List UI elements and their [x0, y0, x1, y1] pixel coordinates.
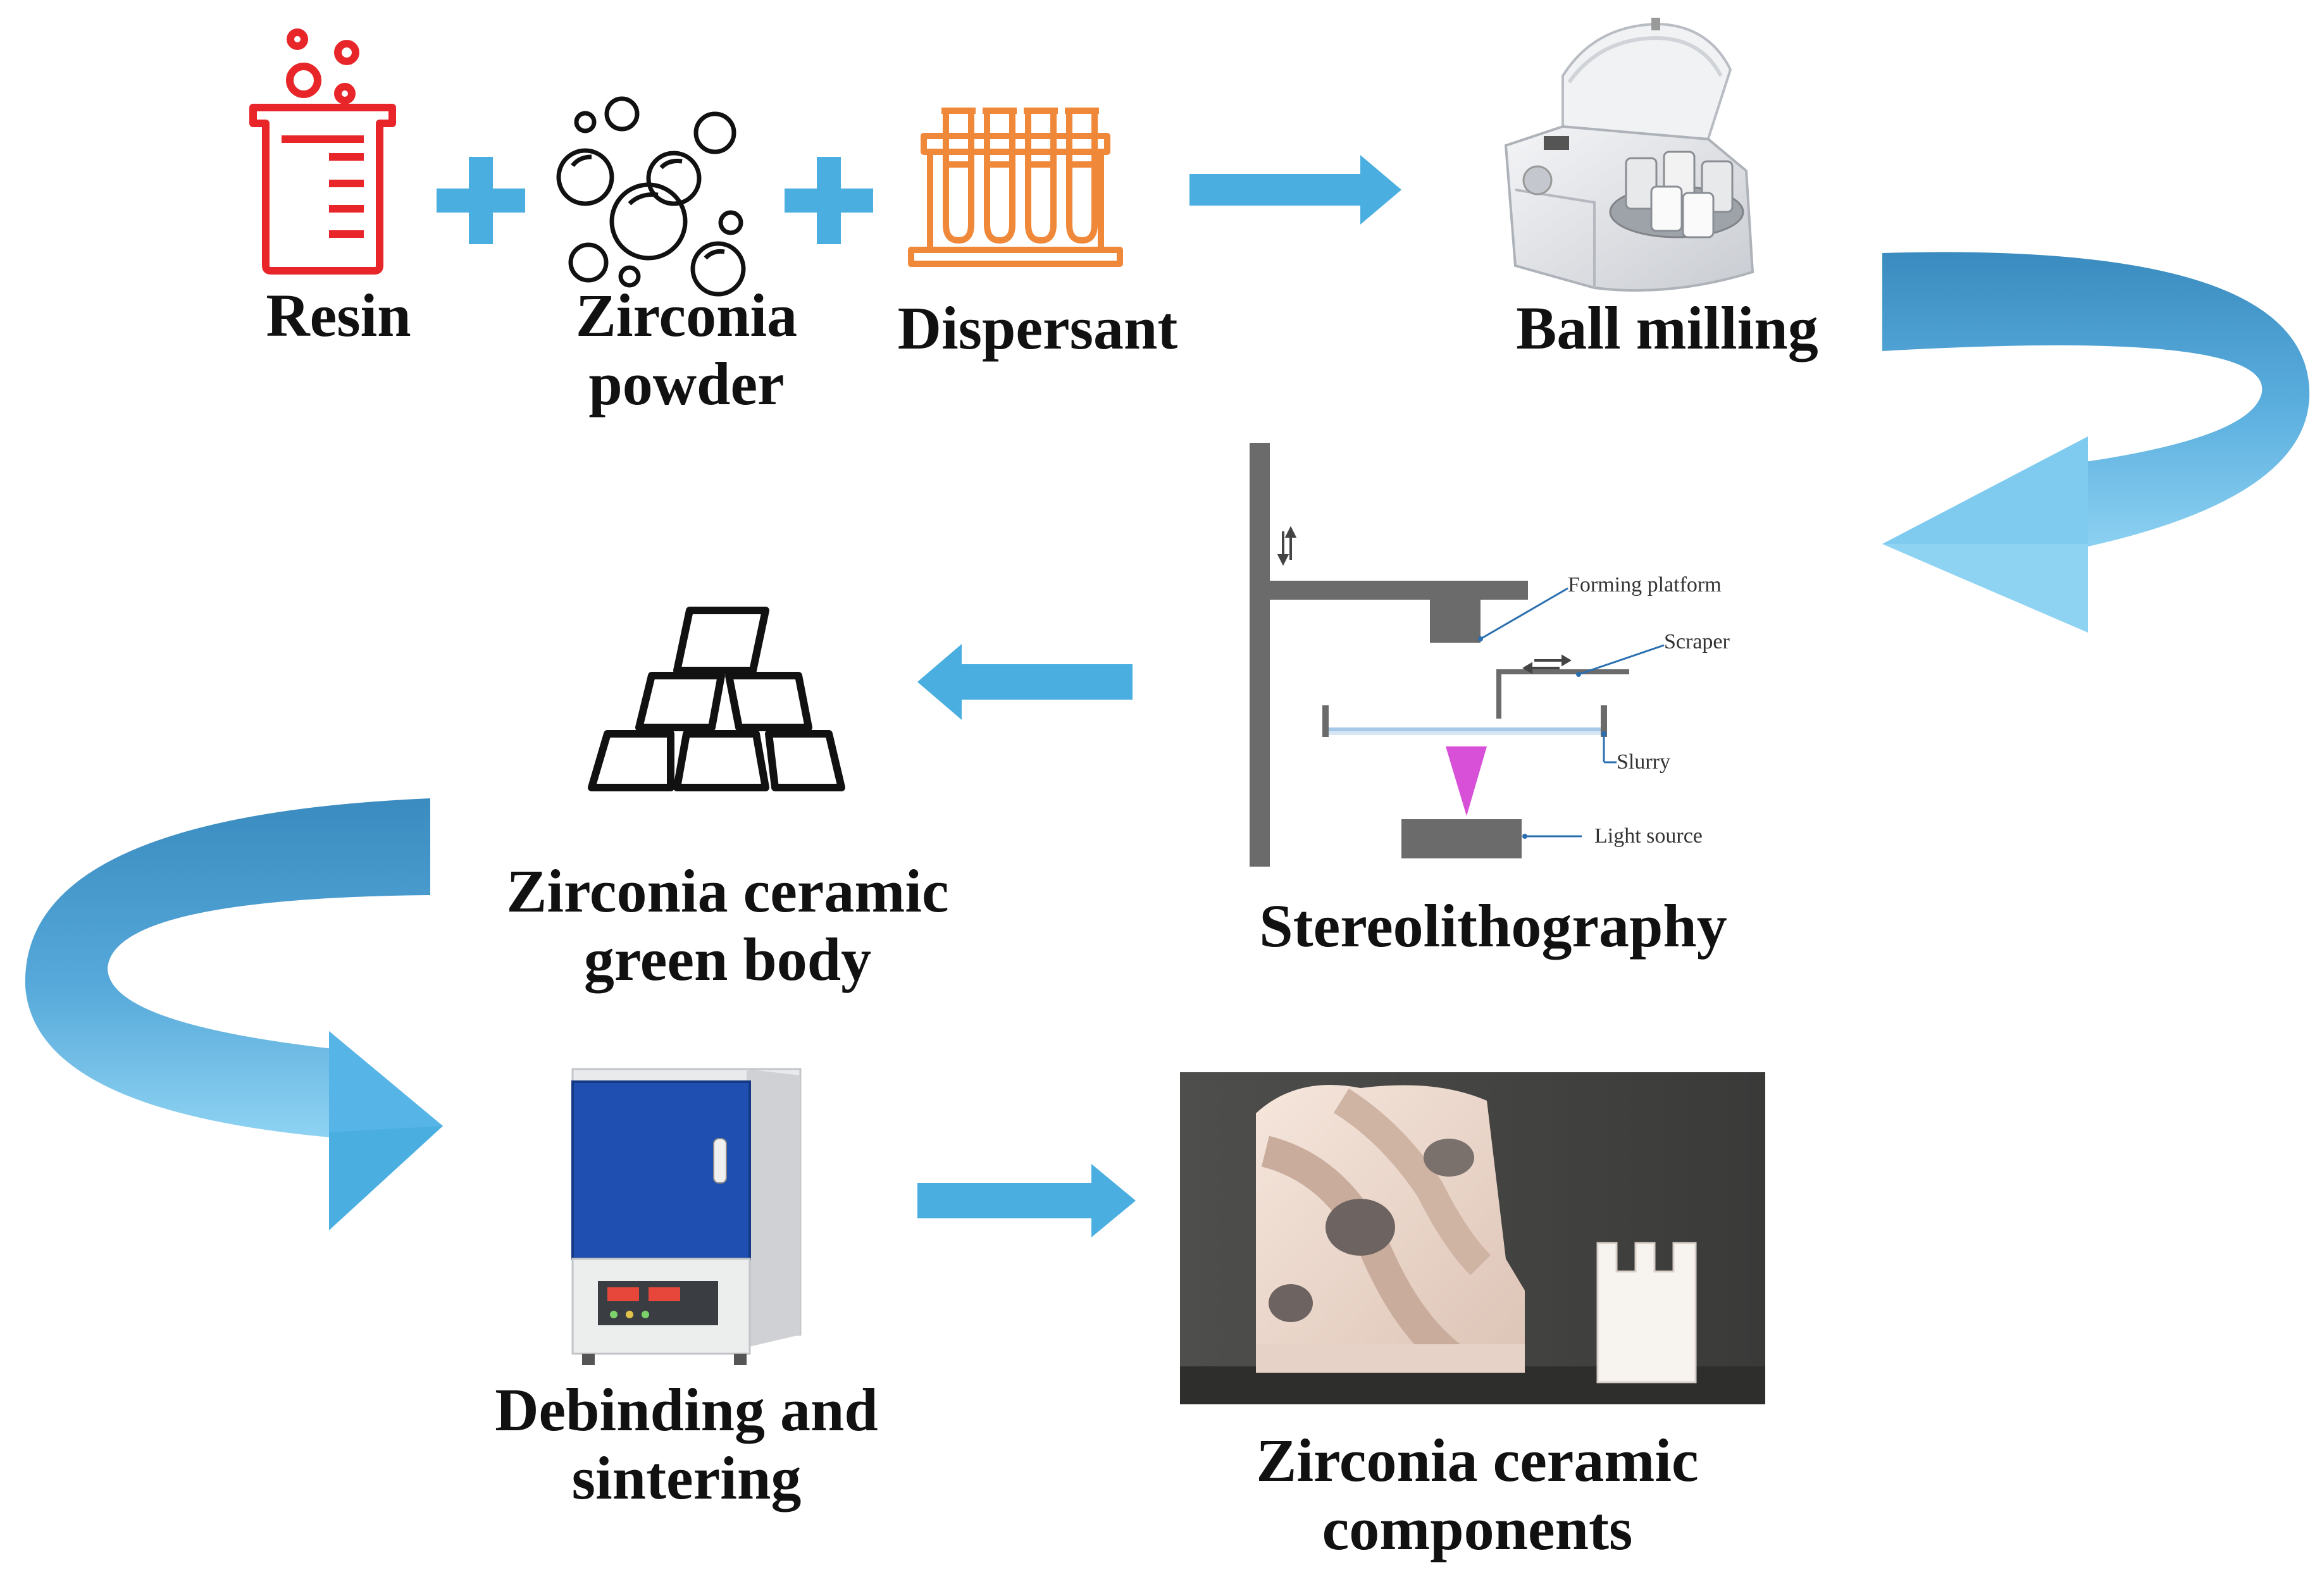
label-components-line1: Zirconia ceramic — [1256, 1426, 1699, 1494]
label-zirconia-powder: Zirconia powder — [525, 281, 848, 418]
label-green-body-line2: green body — [583, 925, 872, 993]
curved-arrow-right — [1882, 252, 2310, 633]
label-resin-text: Resin — [266, 281, 411, 349]
label-zirconia-powder-line2: powder — [588, 349, 785, 418]
plus-icon — [785, 157, 873, 244]
callout-light-source: Light source — [1594, 824, 1703, 848]
label-components-line2: components — [1322, 1494, 1633, 1562]
label-ceramic-components: Zirconia ceramic components — [1212, 1426, 1743, 1562]
sla-printer-schematic: Forming platform Scraper Slurry Light so… — [1250, 443, 1730, 867]
label-dispersant-text: Dispersant — [897, 294, 1178, 362]
arrow-right-icon — [917, 1164, 1136, 1237]
arrow-left-icon — [917, 644, 1133, 720]
label-ball-milling-text: Ball milling — [1516, 294, 1818, 362]
label-dispersant: Dispersant — [873, 294, 1202, 362]
callout-scraper: Scraper — [1664, 630, 1730, 653]
label-green-body-line1: Zirconia ceramic — [506, 857, 949, 925]
test-tube-rack-icon — [908, 108, 1123, 267]
ceramic-components-photo — [1180, 1072, 1765, 1404]
label-green-body: Zirconia ceramic green body — [468, 857, 987, 993]
label-debinding-line1: Debinding and — [495, 1376, 878, 1444]
callout-slurry: Slurry — [1617, 750, 1670, 774]
label-stereolithography: Stereolithography — [1215, 892, 1772, 960]
beaker-icon — [249, 28, 396, 275]
bubbles-icon — [556, 96, 746, 297]
label-stereolithography-text: Stereolithography — [1259, 892, 1727, 960]
label-zirconia-powder-line1: Zirconia — [575, 281, 798, 349]
stacked-blocks-icon — [588, 607, 845, 791]
sintering-furnace — [571, 1068, 802, 1365]
label-debinding-line2: sintering — [571, 1444, 802, 1512]
plus-icon — [437, 157, 525, 244]
label-debinding-sintering: Debinding and sintering — [456, 1376, 917, 1512]
label-ball-milling: Ball milling — [1474, 294, 1860, 362]
ball-mill-machine — [1504, 18, 1754, 292]
arrow-right-icon — [1189, 155, 1401, 225]
label-resin: Resin — [250, 281, 427, 350]
callout-forming-platform: Forming platform — [1568, 573, 1722, 597]
curved-arrow-left — [25, 798, 443, 1230]
